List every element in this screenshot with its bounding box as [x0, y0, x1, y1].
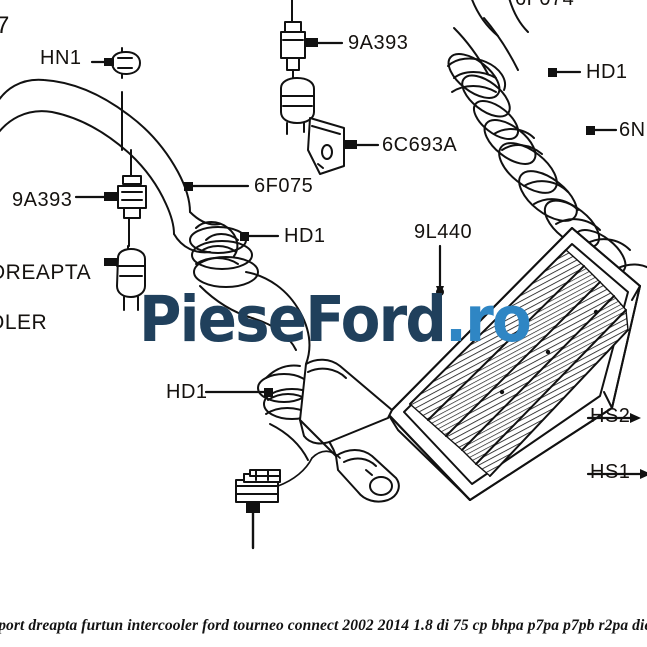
sensor-lower-left	[104, 245, 146, 311]
callout-6f075: 6F075	[254, 175, 314, 197]
watermark-brand: PieseFord	[139, 283, 447, 356]
callout-cooler: OLER	[0, 311, 48, 334]
sensor-9a393-top	[280, 0, 318, 83]
hose-clamp-hn1	[104, 47, 141, 151]
callout-hs1: HS1	[590, 461, 631, 483]
callout-hs2: HS2	[590, 405, 631, 427]
callout-9l440: 9L440	[414, 221, 473, 243]
callout-9a393-left: 9A393	[12, 189, 73, 211]
callout-6n: 6N	[619, 119, 646, 141]
core-detail-marks	[499, 309, 599, 395]
callout-6f074: 6F074	[515, 0, 574, 9]
image-caption: uport dreapta furtun intercooler ford to…	[0, 617, 647, 634]
left-intake-hose	[0, 78, 221, 254]
callout-hn1: HN1	[40, 47, 82, 69]
watermark-tld: .ro	[445, 283, 532, 356]
bracket-6c693a	[280, 77, 357, 175]
intercooler-left-tank	[299, 358, 400, 503]
callout-9a393-top: 9A393	[348, 32, 409, 54]
intercooler-core	[387, 227, 641, 501]
callout-hd1-mid: HD1	[284, 225, 326, 247]
callout-hd1-bottom: HD1	[166, 381, 208, 403]
callout-7: 7	[0, 12, 10, 39]
left-bellows-hose	[189, 221, 259, 288]
callout-dreapta: DREAPTA	[0, 261, 92, 284]
callout-hd1-top-right: HD1	[586, 61, 628, 83]
leader-terminators	[184, 68, 647, 479]
callout-6c693a: 6C693A	[382, 134, 458, 156]
bottom-sensor-connector	[235, 450, 341, 550]
sensor-9a393-left	[104, 149, 147, 247]
site-watermark: PieseFord.ro	[139, 288, 532, 351]
